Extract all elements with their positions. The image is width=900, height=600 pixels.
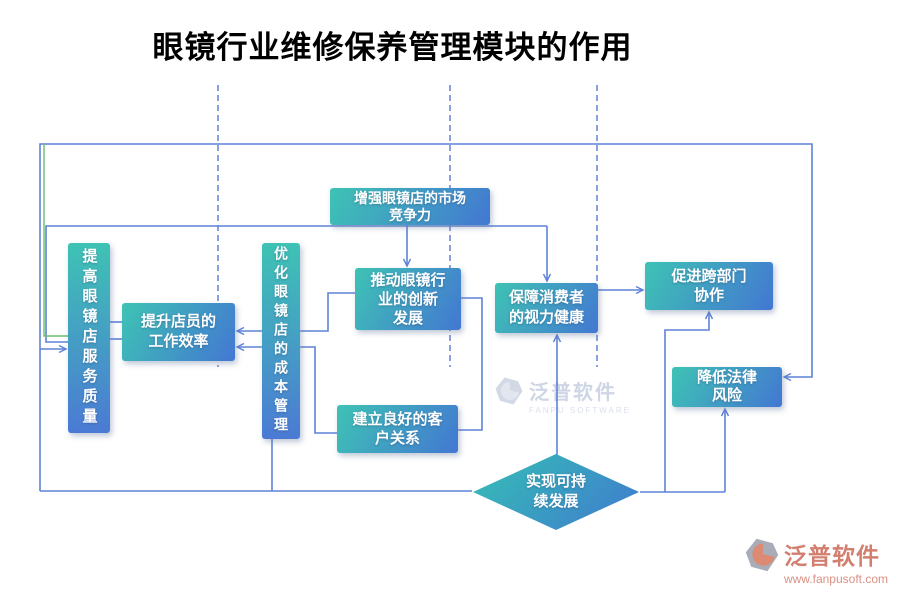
node-industry-innovation: 推动眼镜行 业的创新 发展 (355, 268, 461, 330)
node-vision-health: 保障消费者 的视力健康 (495, 283, 598, 333)
node-market-competitiveness: 增强眼镜店的市场 竞争力 (330, 188, 490, 225)
node-legal-risk-reduction: 降低法律 风险 (672, 367, 782, 407)
edge-outer-loop-to-legal-risk (39, 143, 813, 491)
fanpu-watermark-logo-icon (494, 376, 524, 411)
watermark-brand-text: 泛普软件 (529, 382, 617, 404)
node-improve-service-quality: 提高眼镜店服务质量 (68, 243, 110, 433)
edge-innovation-customer-link (458, 297, 483, 431)
node-cross-department-collaboration: 促进跨部门 协作 (645, 262, 773, 310)
node-cost-management: 优化眼镜店的成本管理 (262, 243, 300, 439)
edge-mid-rail (45, 225, 547, 343)
footer-website-url: www.fanpusoft.com (783, 572, 888, 586)
fanpu-logo-icon (744, 537, 780, 578)
watermark-brand-subtitle: FANPU SOFTWARE (529, 406, 631, 415)
footer-brand: 泛普软件 www.fanpusoft.com (744, 537, 888, 586)
diagram-title: 眼镜行业维修保养管理模块的作用 (152, 30, 633, 65)
footer-brand-name: 泛普软件 (783, 543, 880, 569)
node-customer-relations: 建立良好的客 户关系 (337, 405, 458, 453)
center-watermark: 泛普软件 FANPU SOFTWARE (494, 376, 631, 415)
edge-diamond-to-crossdept (664, 312, 709, 492)
edge-green-accent (43, 144, 68, 337)
node-staff-efficiency: 提升店员的 工作效率 (122, 303, 235, 361)
